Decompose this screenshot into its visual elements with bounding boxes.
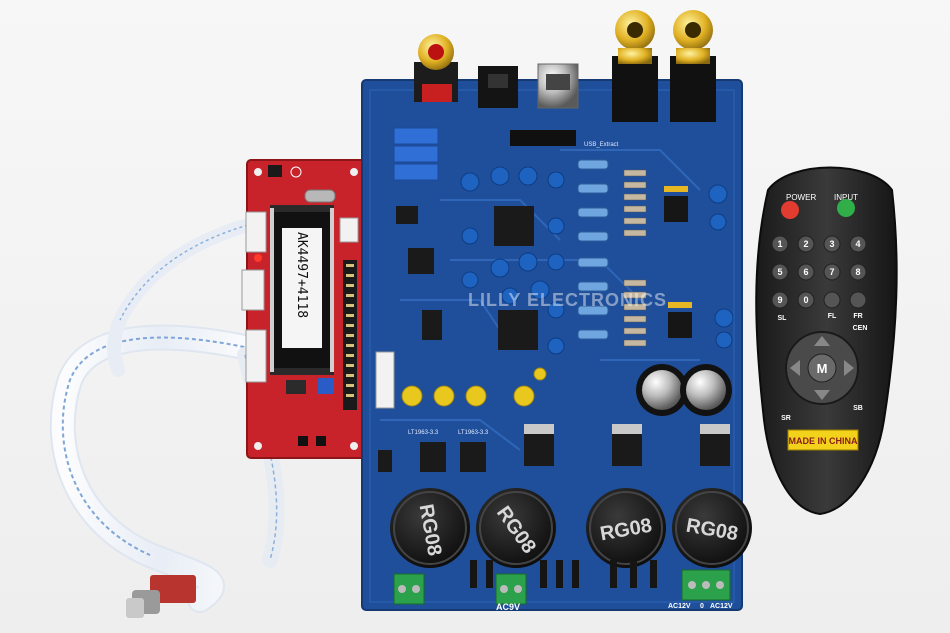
power-label: POWER [786,193,816,202]
film-capacitors [393,127,439,181]
sl-label: SL [778,315,788,322]
terminal-block [393,573,425,605]
usb-port [537,63,579,109]
sb-label: SB [853,405,863,412]
rca-jack-right-2 [670,10,716,122]
silk-reg1: LT1963-3.3 [408,430,439,436]
chip-label: AK4497+4118 [294,232,309,318]
key-9-label: 9 [777,295,782,305]
key-5-label: 5 [777,267,782,277]
made-in-china-sticker: MADE IN CHINA [787,429,859,451]
key-6[interactable] [797,263,815,281]
key-1-label: 1 [777,239,782,249]
input-button[interactable] [837,199,855,217]
key-4-label: 4 [855,239,860,249]
key-5[interactable] [771,263,789,281]
rg08-capacitor: RG08 [390,488,470,568]
label-ac12v-b: AC12V [710,603,733,610]
key-2-label: 2 [803,239,808,249]
fl-label: FL [828,313,837,320]
key-fl[interactable] [823,291,841,309]
rca-jack-left [414,34,458,102]
rg08-capacitor: RG08 [672,488,752,568]
sticker-text: MADE IN CHINA [789,436,858,446]
digit-keys [771,235,867,309]
key-3-label: 3 [829,239,834,249]
power-button[interactable] [781,201,799,219]
key-8[interactable] [849,263,867,281]
key-0-label: 0 [803,295,808,305]
watermark: LILLY ELECTRONICS [468,290,667,310]
key-6-label: 6 [803,267,808,277]
rg08-capacitor: RG08 [586,488,666,568]
terminal-block [495,573,527,605]
label-ac12v-a: AC12V [668,603,691,610]
dac-chip [494,206,534,246]
display-board: AK4497+4118 [241,159,366,459]
key-fr[interactable] [849,291,867,309]
key-7[interactable] [823,263,841,281]
sr-label: SR [781,415,791,422]
filter-capacitors [636,364,732,416]
label-ac9v: AC9V [496,602,520,612]
key-0[interactable] [797,291,815,309]
rca-jack-right-1 [612,10,658,122]
terminal-block [681,569,731,601]
key-3[interactable] [823,235,841,253]
silk-reg2: LT1963-3.3 [458,430,489,436]
input-label: INPUT [834,193,858,202]
rg08-capacitor: RG08 [476,488,556,568]
key-1[interactable] [771,235,789,253]
rotary-encoder [126,575,196,618]
main-dac-board: USB_Extract [361,10,752,612]
label-0: 0 [700,603,704,610]
optical-input [478,66,518,108]
silk-usb: USB_Extract [584,142,619,148]
key-7-label: 7 [829,267,834,277]
key-2[interactable] [797,235,815,253]
key-9[interactable] [771,291,789,309]
dac-chip [498,310,538,350]
key-4[interactable] [849,235,867,253]
fr-label: FR [853,313,862,320]
dpad[interactable] [785,331,859,405]
center-key-label: M [817,361,828,376]
remote-control: POWER INPUT 1 2 3 4 5 6 7 8 9 [755,166,898,516]
cen-label: CEN [853,325,868,332]
key-8-label: 8 [855,267,860,277]
